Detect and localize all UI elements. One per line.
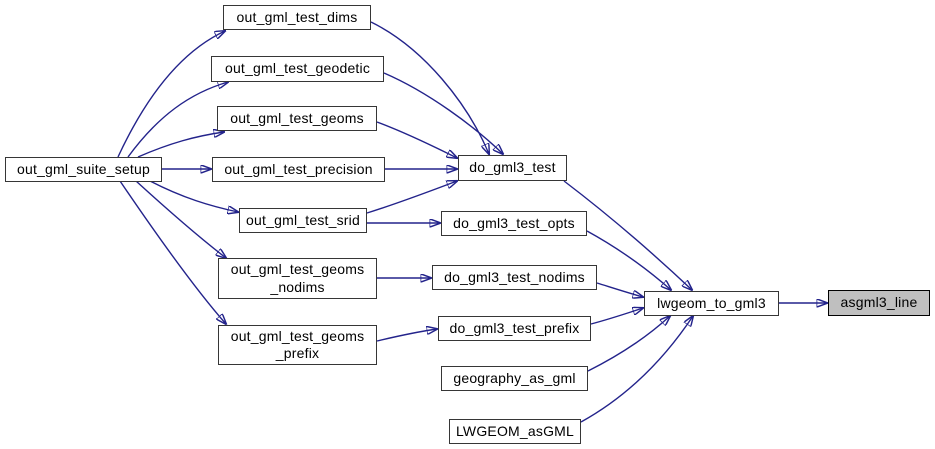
- node-out_gml_suite_setup[interactable]: out_gml_suite_setup: [5, 157, 162, 182]
- node-asgml3_line-current: asgml3_line: [828, 290, 930, 316]
- node-label: LWGEOM_asGML: [455, 422, 575, 439]
- node-label: do_gml3_test_opts: [453, 214, 575, 231]
- node-LWGEOM_asGML[interactable]: LWGEOM_asGML: [449, 419, 581, 444]
- edge-do-test-nodims-to-lwgeom: [596, 282, 643, 297]
- edge-suite-setup-to-test-geodetic: [127, 82, 228, 158]
- node-geography_as_gml[interactable]: geography_as_gml: [441, 366, 588, 391]
- node-out_gml_test_geoms_nodims[interactable]: out_gml_test_geoms _nodims: [218, 258, 377, 299]
- node-label: geography_as_gml: [453, 369, 576, 386]
- edge-geography-as-gml-to-lwgeom: [587, 316, 670, 372]
- node-label: out_gml_test_geodetic: [224, 60, 371, 77]
- node-do_gml3_test_opts[interactable]: do_gml3_test_opts: [441, 211, 587, 236]
- node-label: out_gml_test_dims: [236, 8, 358, 25]
- edge-lwgeom-asgml-to-lwgeom: [580, 316, 693, 423]
- node-out_gml_test_precision[interactable]: out_gml_test_precision: [212, 157, 385, 182]
- edge-suite-setup-to-geoms-prefix: [119, 180, 226, 324]
- node-out_gml_test_geodetic[interactable]: out_gml_test_geodetic: [211, 56, 384, 82]
- edge-suite-setup-to-test-srid: [149, 180, 238, 212]
- node-out_gml_test_geoms[interactable]: out_gml_test_geoms: [217, 106, 377, 131]
- node-out_gml_test_geoms_prefix[interactable]: out_gml_test_geoms _prefix: [218, 325, 377, 365]
- node-label: out_gml_suite_setup: [17, 160, 150, 177]
- node-label: do_gml3_test_prefix: [449, 319, 580, 336]
- edge-test-dims-to-do-gml3-test: [370, 21, 489, 154]
- node-label: out_gml_test_srid: [246, 211, 360, 228]
- node-out_gml_test_dims[interactable]: out_gml_test_dims: [223, 5, 371, 30]
- node-label: asgml3_line: [840, 294, 918, 311]
- edge-suite-setup-to-test-dims: [117, 31, 225, 158]
- edge-test-geodetic-to-do-gml3-test: [383, 72, 503, 154]
- edge-suite-setup-to-test-geoms: [137, 132, 224, 158]
- edge-geoms-prefix-to-do-test-prefix: [376, 329, 437, 342]
- node-do_gml3_test[interactable]: do_gml3_test: [458, 155, 567, 181]
- node-out_gml_test_srid[interactable]: out_gml_test_srid: [239, 208, 367, 233]
- edge-test-srid-to-do-gml3-test: [366, 181, 457, 214]
- node-label: do_gml3_test_nodims: [444, 268, 585, 285]
- node-label: lwgeom_to_gml3: [657, 294, 766, 311]
- edge-do-gml3-test-to-lwgeom: [563, 180, 692, 290]
- node-label: do_gml3_test: [469, 159, 556, 176]
- edge-test-geoms-to-do-gml3-test: [376, 121, 457, 158]
- node-do_gml3_test_nodims[interactable]: do_gml3_test_nodims: [432, 265, 597, 290]
- edge-suite-setup-to-geoms-nodims: [135, 180, 226, 258]
- node-label: out_gml_test_geoms: [230, 109, 364, 126]
- node-lwgeom_to_gml3[interactable]: lwgeom_to_gml3: [644, 291, 779, 316]
- node-label: out_gml_test_geoms _prefix: [230, 327, 365, 362]
- edge-do-test-opts-to-lwgeom: [586, 230, 671, 290]
- node-label: out_gml_test_geoms _nodims: [230, 261, 365, 295]
- node-label: out_gml_test_precision: [224, 160, 373, 177]
- node-do_gml3_test_prefix[interactable]: do_gml3_test_prefix: [438, 316, 591, 341]
- edge-do-test-prefix-to-lwgeom: [590, 308, 643, 325]
